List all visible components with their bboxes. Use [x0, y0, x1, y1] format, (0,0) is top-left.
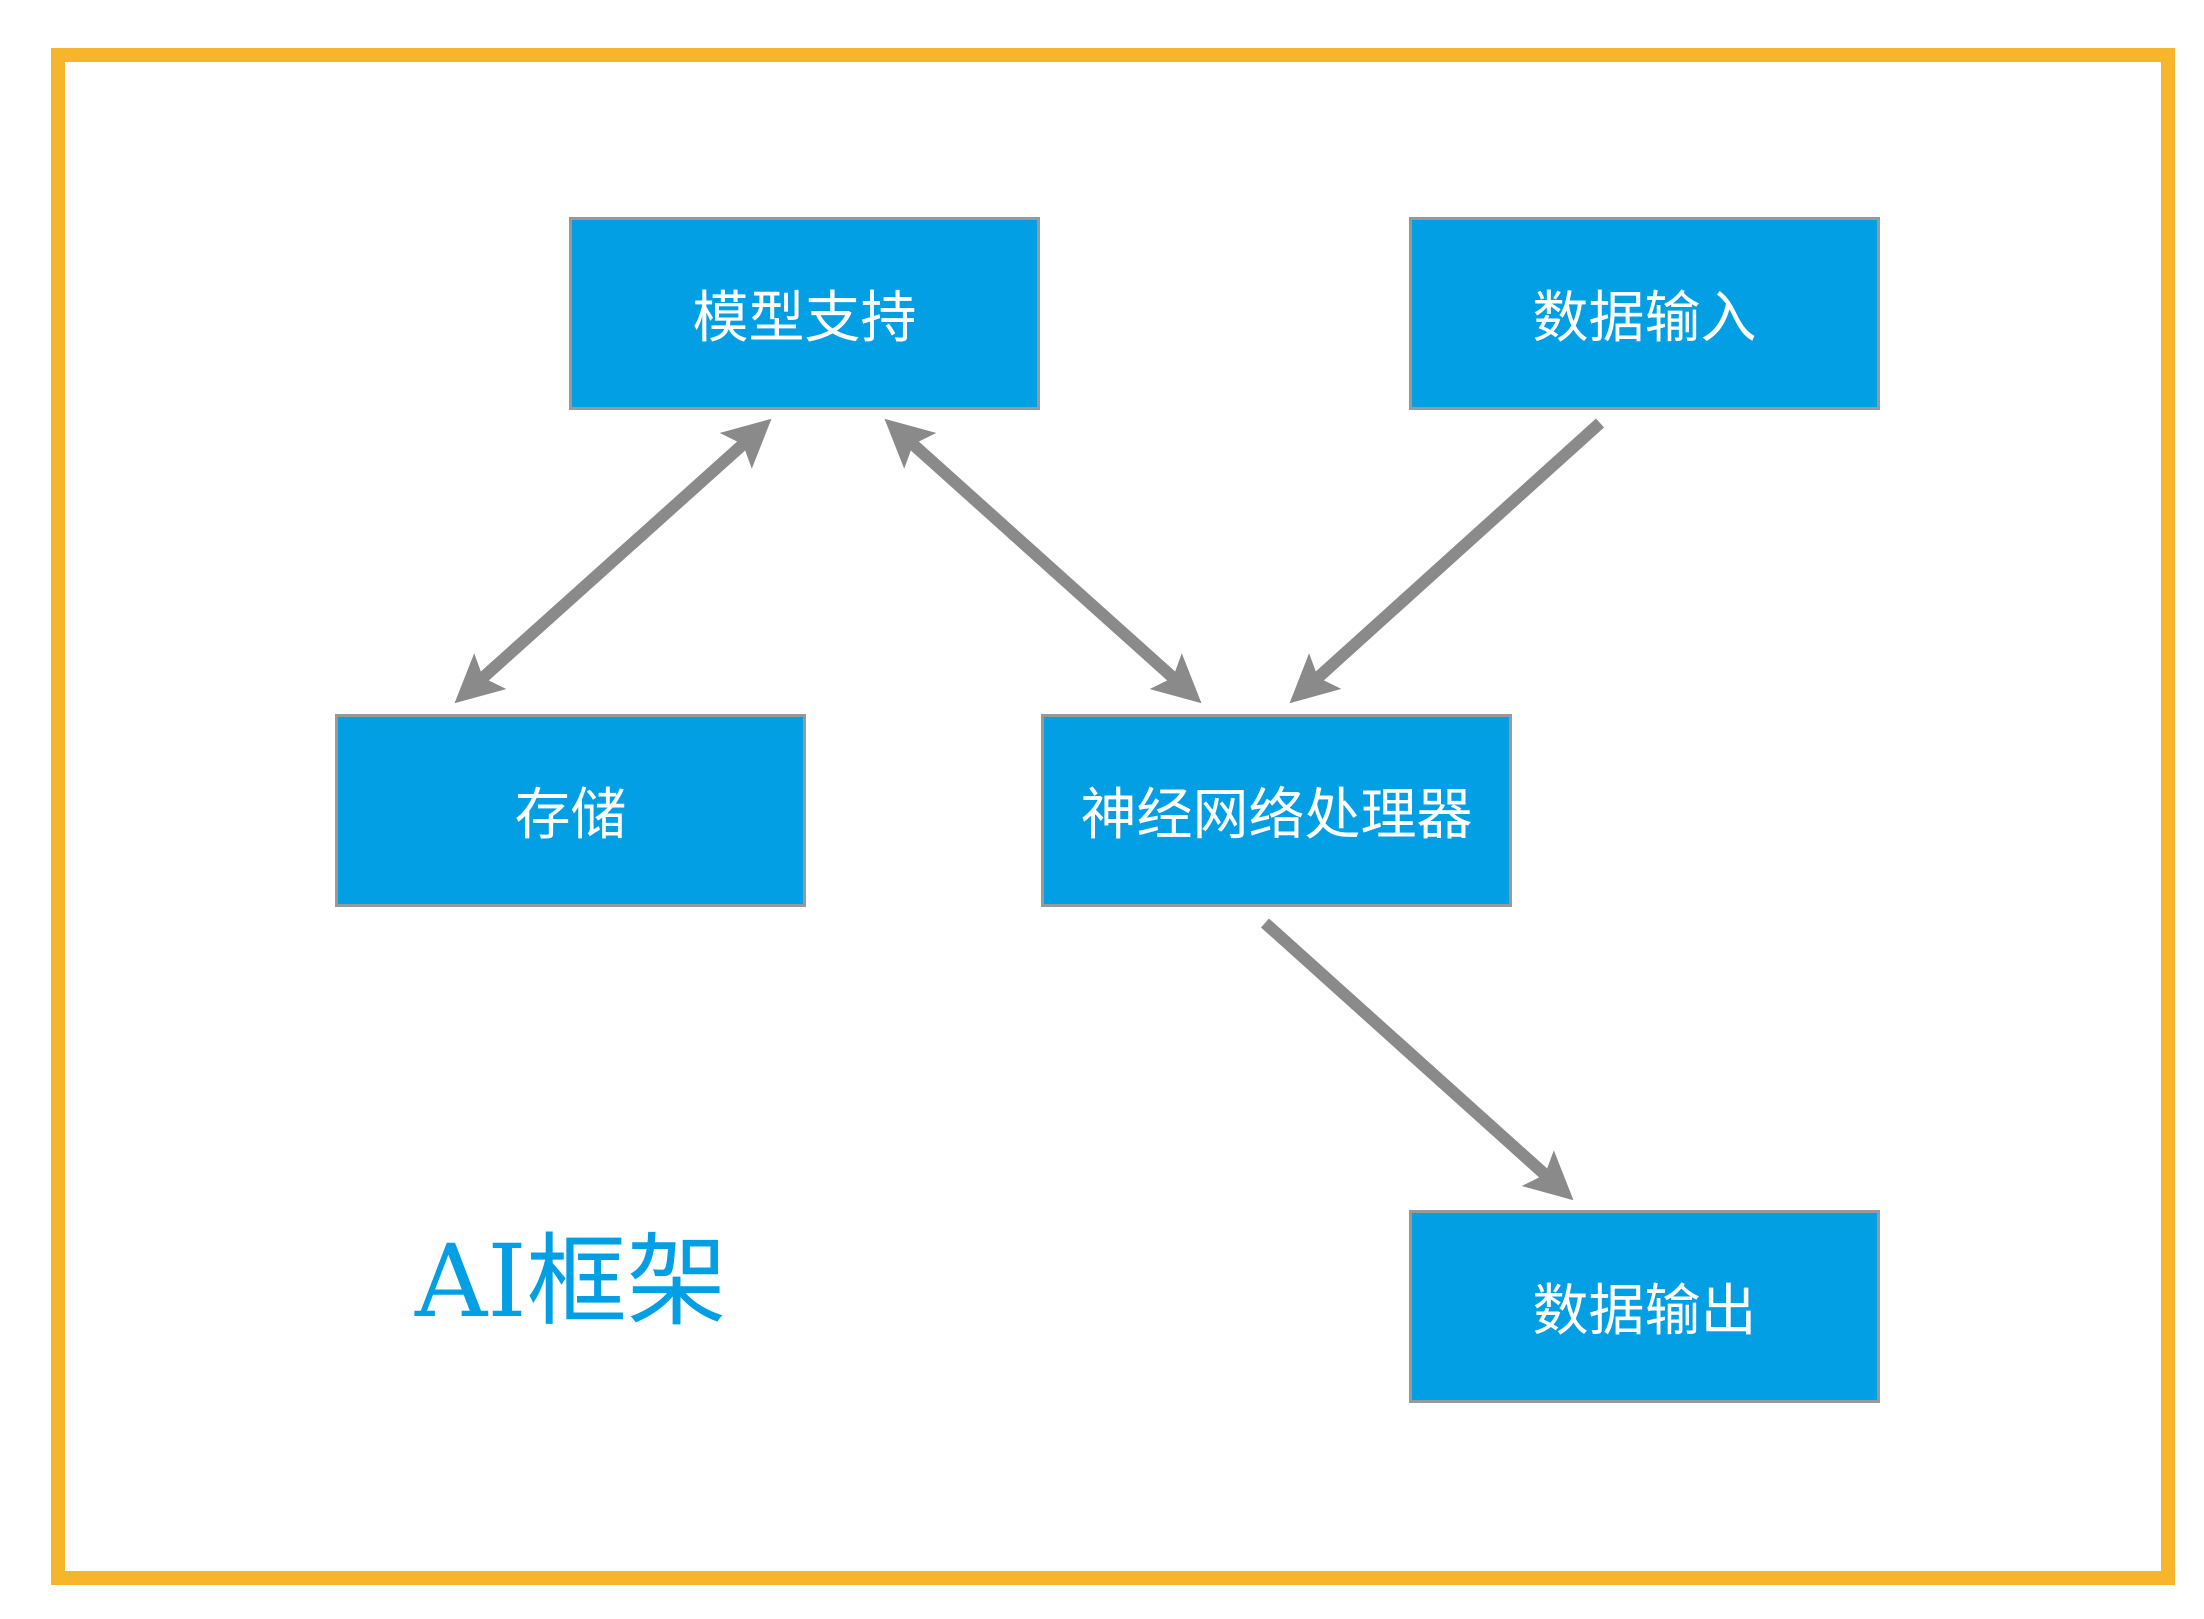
node-model-support: 模型支持 — [569, 217, 1040, 410]
node-npu: 神经网络处理器 — [1041, 714, 1512, 907]
node-label: 数据输入 — [1532, 286, 1757, 351]
arrow-storage-model — [454, 418, 772, 704]
node-label: 神经网络处理器 — [1080, 783, 1473, 848]
node-data-output: 数据输出 — [1409, 1210, 1880, 1403]
arrow-input-npu — [1289, 418, 1605, 704]
node-label: 数据输出 — [1532, 1279, 1757, 1344]
node-data-input: 数据输入 — [1409, 217, 1880, 410]
diagram-title: AI框架 — [415, 1223, 727, 1340]
node-label: 存储 — [514, 783, 627, 848]
node-storage: 存储 — [335, 714, 806, 907]
arrow-model-npu — [884, 418, 1202, 704]
node-label: 模型支持 — [692, 286, 917, 351]
diagram-frame — [51, 48, 2175, 1585]
arrow-npu-output — [1260, 918, 1574, 1201]
